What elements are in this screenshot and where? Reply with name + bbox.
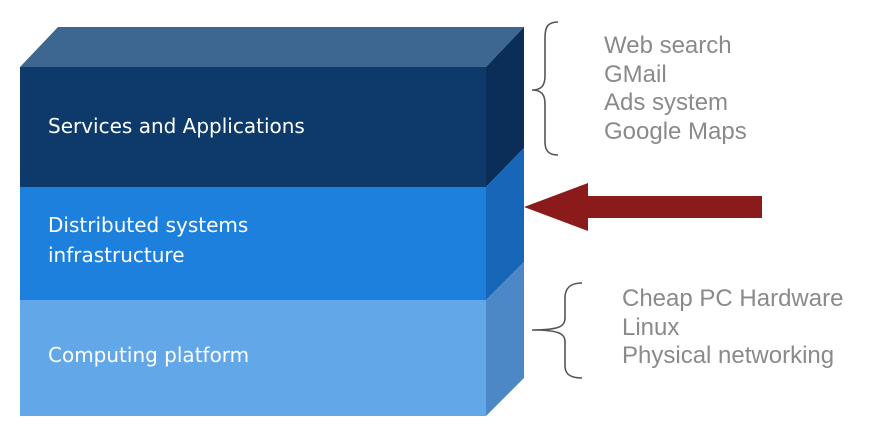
computing-layer-side <box>486 262 524 416</box>
services-layer-top-face <box>20 27 524 67</box>
distributed-layer-label: Distributed systems infrastructure <box>48 210 248 270</box>
services-layer-front <box>20 67 486 187</box>
platform-examples-list: Cheap PC Hardware Linux Physical network… <box>622 285 843 371</box>
computing-layer-front <box>20 300 486 416</box>
list-item: Web search <box>604 32 732 59</box>
computing-layer-label: Computing platform <box>48 343 250 367</box>
list-item: Physical networking <box>622 342 835 369</box>
list-item: Cheap PC Hardware <box>622 285 844 312</box>
distributed-layer-label-line1: Distributed systems <box>48 213 249 237</box>
services-layer-side <box>486 27 524 187</box>
list-item: GMail <box>604 60 667 88</box>
bottom-curly-brace <box>531 282 583 379</box>
list-item: Ads system <box>604 89 729 116</box>
services-layer-label: Services and Applications <box>48 114 305 138</box>
distributed-layer-front <box>20 187 486 300</box>
distributed-layer-label-line2: infrastructure <box>48 243 185 267</box>
top-curly-brace <box>531 21 559 156</box>
pointer-arrow <box>524 183 762 231</box>
list-item: Linux <box>622 313 680 341</box>
services-examples-list: Web search GMail Ads system Google Maps <box>604 32 747 146</box>
list-item: Google Maps <box>604 117 747 145</box>
distributed-layer-side <box>486 148 524 300</box>
